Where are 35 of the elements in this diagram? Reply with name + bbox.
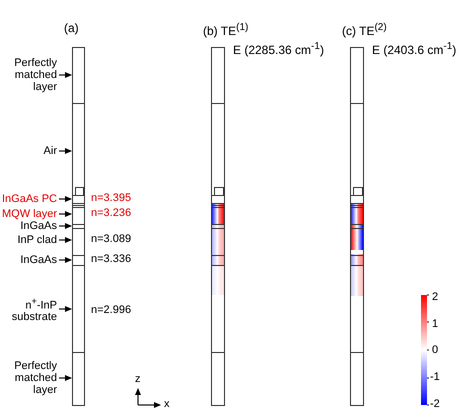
leader-arrow [58,223,72,229]
layer-label: MQW layer [2,208,57,220]
leader-arrow [58,196,72,202]
mode-label: E (2403.6 cm$^{-1}$) [372,41,456,56]
leader-arrow [58,211,72,217]
layer-label: Perfectly matched layer [13,360,57,396]
layer-label: InP clad [17,234,57,246]
layer-label: Air [44,145,57,157]
layer-label: n$^{+}$-InP substrate [10,294,57,324]
axis-label: z [135,373,140,386]
panel-heading: (b) TE$^{(1)}$ [203,22,248,37]
index-value: n=3.236 [91,207,132,220]
mode-label: E (2285.36 cm$^{-1}$) [233,41,324,56]
layer-label: InGaAs [20,220,57,232]
index-value: n=2.996 [91,304,132,317]
tick-label: 1 [432,318,438,331]
leader-arrow [58,257,72,263]
leader-arrow [58,306,72,312]
leader-arrow [58,72,72,78]
index-value: n=3.089 [91,233,132,246]
leader-arrow [58,375,72,381]
tick-label: -2 [430,398,440,411]
layer-label: InGaAs PC [2,193,57,205]
index-value: n=3.395 [91,192,132,205]
leader-arrow [58,148,72,154]
panel-heading: (c) TE$^{(2)}$ [342,22,387,37]
leader-arrow [58,237,72,243]
tick-label: 0 [432,344,438,357]
index-value: n=3.336 [91,253,132,266]
layer-label: Perfectly matched layer [13,57,57,93]
layer-label: InGaAs [20,254,57,266]
axis-label: x [164,398,170,411]
tick-label: 2 [432,291,438,304]
panel-heading: (a) [64,22,79,34]
tick-label: -1 [430,371,440,384]
